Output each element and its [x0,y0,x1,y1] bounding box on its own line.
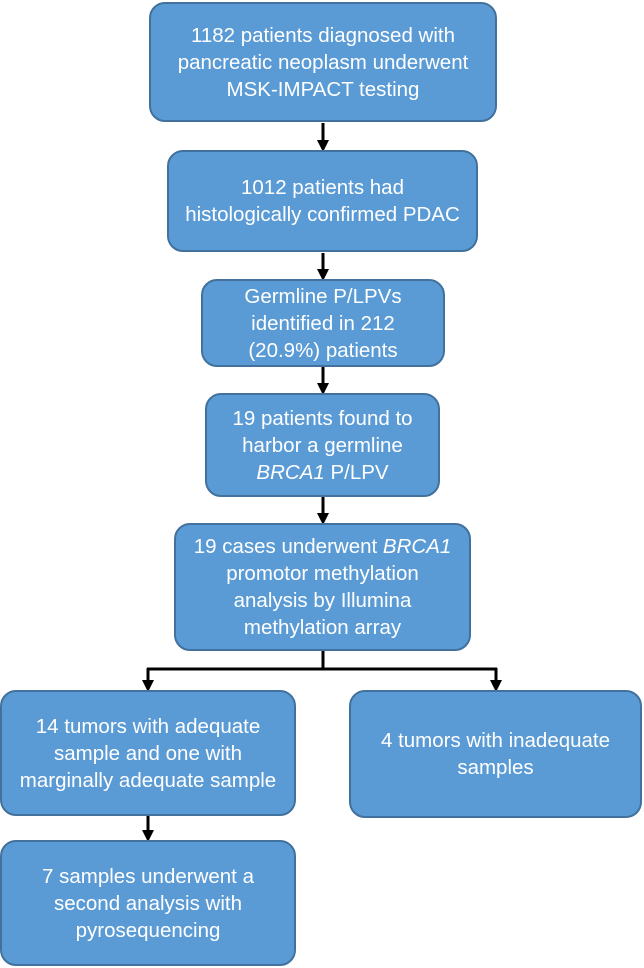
step-line: histologically confirmed PDAC [185,203,460,226]
step-line: second analysis with [53,891,242,915]
step-germline-plpvs: Germline P/LPVs identified in 212 (20.9%… [201,279,445,367]
step-methylation-analysis: 19 cases underwent BRCA1 promotor methyl… [174,523,471,651]
step-line: 14 tumors with adequate [35,714,261,738]
step-line: pyrosequencing [75,918,221,942]
step-line: marginally adequate sample [19,768,277,792]
step-line: Germline P/LPVs [244,284,402,308]
step-line: samples [457,756,534,779]
step-line: 19 cases underwent BRCA1 [194,533,452,560]
step-line: MSK-IMPACT testing [226,77,420,101]
step-msk-impact-testing: 1182 patients diagnosed with pancreatic … [149,2,497,122]
step-pdac-confirmed: 1012 patients had histologically confirm… [167,150,478,252]
step-line-pre: 19 cases underwent [193,535,383,558]
step-pyrosequencing: 7 samples underwent a second analysis wi… [0,840,296,966]
step-line: analysis by Illumina [233,589,412,612]
step-line: identified in 212 [251,311,395,335]
gene-name: BRCA1 [256,460,325,484]
step-line: harbor a germline [242,433,403,457]
step-line-rest: P/LPV [324,460,389,484]
step-line: methylation array [243,616,402,639]
step-line: 1012 patients had [240,176,404,199]
step-adequate-samples: 14 tumors with adequate sample and one w… [0,690,296,816]
gene-name: BRCA1 [382,535,452,558]
step-line: sample and one with [53,741,243,765]
step-line: pancreatic neoplasm underwent [177,50,469,74]
step-line: promotor methylation [226,562,419,585]
step-line: 7 samples underwent a [42,864,254,888]
step-line: 19 patients found to [232,406,413,430]
step-line: BRCA1 P/LPV [232,459,412,486]
step-line: 4 tumors with inadequate [380,729,611,752]
step-brca1-carriers: 19 patients found to harbor a germline B… [205,393,440,497]
step-line: 1182 patients diagnosed with [190,23,456,47]
step-line: (20.9%) patients [248,338,398,362]
step-inadequate-samples: 4 tumors with inadequate samples [349,690,642,818]
